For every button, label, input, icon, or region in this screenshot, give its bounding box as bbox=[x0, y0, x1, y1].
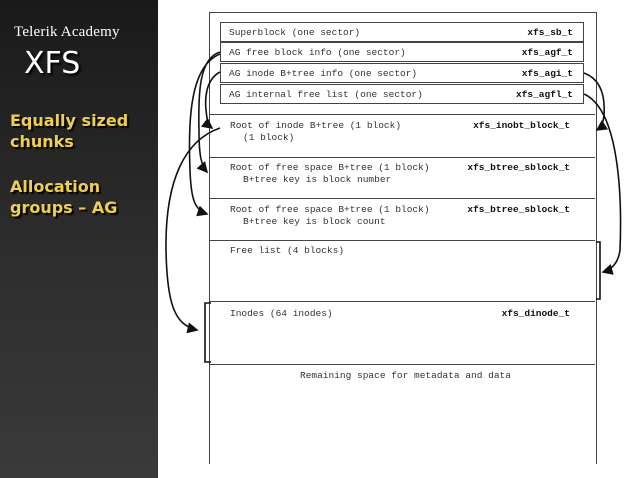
footer-remaining-space: Remaining space for metadata and data bbox=[300, 370, 511, 381]
divider bbox=[209, 301, 595, 302]
section-inodes-type: xfs_dinode_t bbox=[501, 308, 570, 319]
section-bno-root-type: xfs_btree_sblock_t bbox=[467, 162, 570, 173]
section-inodes-label: Inodes (64 inodes) bbox=[230, 308, 333, 319]
freelist-bracket bbox=[596, 241, 601, 300]
row-type: xfs_agf_t bbox=[521, 47, 573, 58]
left-panel: Telerik Academy XFS Equally sized chunks… bbox=[0, 0, 158, 478]
divider bbox=[209, 364, 595, 365]
row-superblock: Superblock (one sector) xfs_sb_t bbox=[220, 22, 584, 42]
row-type: xfs_sb_t bbox=[527, 27, 573, 38]
section-freelist-label: Free list (4 blocks) bbox=[230, 245, 345, 256]
agi-to-inode-root-arrow bbox=[200, 71, 221, 129]
inodes-bracket bbox=[204, 302, 211, 363]
section-inode-root-sub: (1 block) bbox=[243, 132, 295, 143]
row-label: AG inode B+tree info (one sector) bbox=[229, 68, 418, 79]
agfl-to-freelist-arrow bbox=[583, 93, 622, 275]
divider bbox=[209, 114, 595, 115]
row-type: xfs_agfl_t bbox=[515, 89, 573, 100]
row-label: AG internal free list (one sector) bbox=[229, 89, 423, 100]
ag-layout-diagram bbox=[209, 12, 597, 464]
divider bbox=[209, 157, 595, 158]
section-cnt-root-sub: B+tree key is block count bbox=[243, 216, 386, 227]
brand-logo: Telerik Academy bbox=[14, 24, 120, 40]
divider bbox=[209, 240, 595, 241]
section-cnt-root-type: xfs_btree_sblock_t bbox=[467, 204, 570, 215]
row-label: Superblock (one sector) bbox=[229, 27, 361, 38]
slide-title: XFS bbox=[24, 46, 81, 81]
inode-root-to-inodes-arrow bbox=[165, 127, 221, 334]
bullet-equally-sized: Equally sized chunks bbox=[10, 111, 129, 151]
section-inode-root-label: Root of inode B+tree (1 block) bbox=[230, 120, 402, 131]
bullet-allocation-groups: Allocation groups – AG bbox=[10, 177, 118, 217]
row-agi: AG inode B+tree info (one sector) xfs_ag… bbox=[220, 63, 584, 83]
row-agfl: AG internal free list (one sector) xfs_a… bbox=[220, 84, 584, 104]
divider bbox=[209, 198, 595, 199]
section-cnt-root-label: Root of free space B+tree (1 block) bbox=[230, 204, 430, 215]
section-bno-root-label: Root of free space B+tree (1 block) bbox=[230, 162, 430, 173]
row-agf: AG free block info (one sector) xfs_agf_… bbox=[220, 42, 584, 62]
section-bno-root-sub: B+tree key is block number bbox=[243, 174, 392, 185]
section-inode-root-type: xfs_inobt_block_t bbox=[473, 120, 570, 131]
agf-to-cnt-arrow bbox=[188, 53, 221, 217]
row-type: xfs_agi_t bbox=[521, 68, 573, 79]
row-label: AG free block info (one sector) bbox=[229, 47, 406, 58]
